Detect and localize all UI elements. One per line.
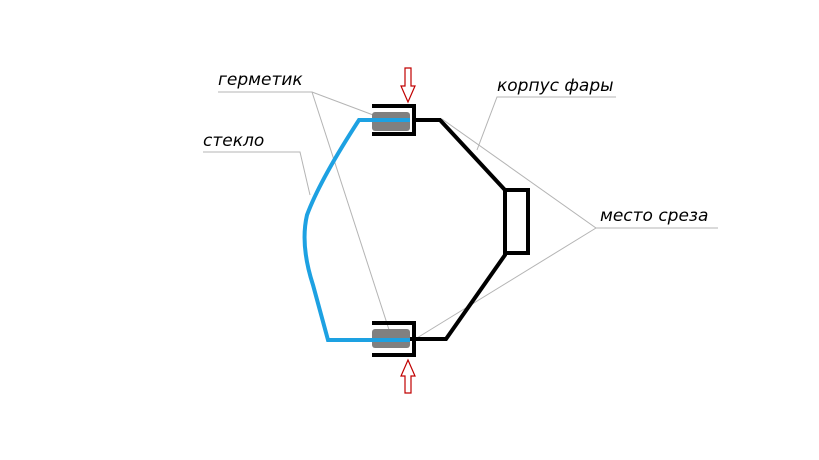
leader-cut-top <box>441 118 718 229</box>
housing <box>372 104 530 357</box>
housing-mount <box>503 188 530 255</box>
leader-cut-bottom <box>411 227 597 342</box>
arrow-up-icon <box>400 358 416 394</box>
label-housing: корпус фары <box>497 76 614 96</box>
housing-body-outline <box>410 118 507 341</box>
leader-glass <box>203 151 311 196</box>
pressure-arrows <box>400 67 416 394</box>
label-glass: стекло <box>203 131 265 151</box>
sealant <box>372 112 410 348</box>
arrow-down-icon <box>400 67 416 104</box>
leader-lines <box>203 91 718 342</box>
housing-channel-top <box>372 104 416 136</box>
label-sealant: герметик <box>218 70 303 90</box>
leader-housing <box>476 96 616 151</box>
glass-lens <box>302 118 410 342</box>
leader-sealant-bottom <box>311 91 393 340</box>
label-cut-place: место среза <box>600 206 709 226</box>
